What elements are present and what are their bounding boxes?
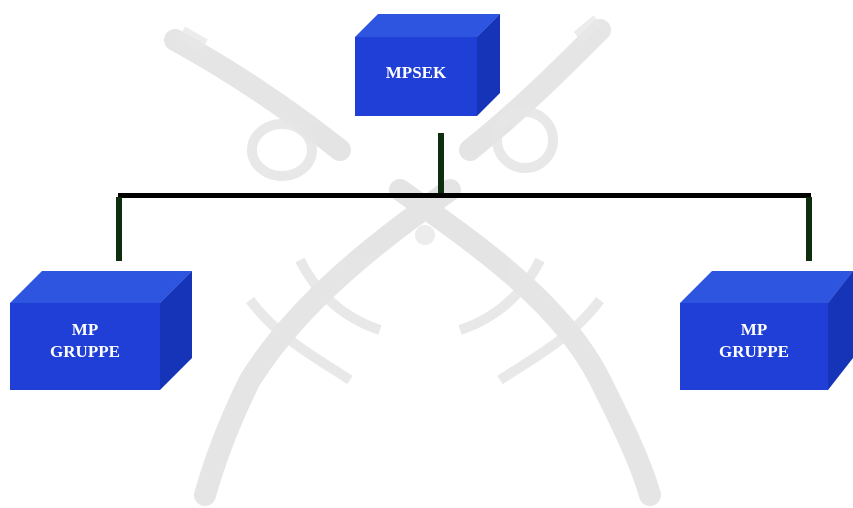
root-node-label: MPSEK (355, 62, 477, 84)
left-child-connector (116, 197, 122, 261)
child-node-box-right: MP GRUPPE (680, 271, 853, 390)
child-node-box-left: MP GRUPPE (10, 271, 192, 390)
root-connector (438, 133, 444, 196)
child-node-label: MP GRUPPE (680, 319, 828, 363)
child-label-line2: GRUPPE (50, 342, 120, 361)
child-label-line1: MP (71, 320, 99, 339)
child-label-line2: GRUPPE (719, 342, 789, 361)
root-node-box: MPSEK (355, 14, 500, 116)
root-label-text: MPSEK (385, 63, 447, 82)
cube-shape (355, 14, 500, 116)
horizontal-connector (118, 193, 811, 198)
right-child-connector (806, 197, 812, 261)
cube-shape (10, 271, 192, 390)
cube-shape (680, 271, 853, 390)
child-label-line1: MP (740, 320, 768, 339)
child-node-label: MP GRUPPE (10, 319, 160, 363)
